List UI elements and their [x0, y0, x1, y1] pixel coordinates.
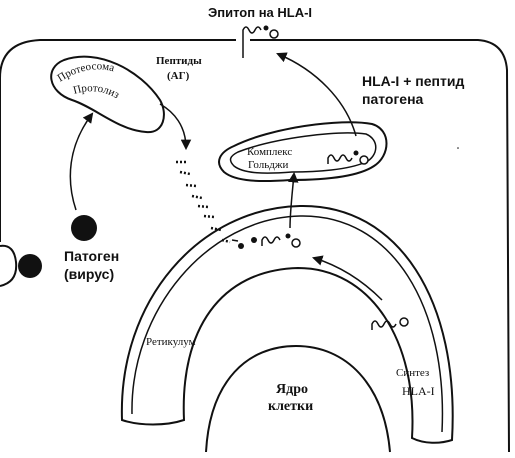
peptide-fragments [176, 160, 231, 244]
nucleus [205, 344, 391, 453]
arrow-pathogen-to-proteasome [69, 112, 94, 211]
peptides-label-1: Пептиды [156, 55, 202, 67]
arrow-golgi-to-membrane [276, 52, 357, 137]
nucleus-label-1: Ядро [276, 382, 308, 397]
endoplasmic-reticulum [120, 204, 454, 444]
epitope-hla-icon [242, 25, 279, 58]
speck [457, 147, 459, 149]
proteasome [50, 55, 165, 134]
reticulum-inner-membrane [131, 215, 444, 433]
peptides-label-2: (АГ) [167, 70, 190, 82]
peptide-fragment [197, 204, 209, 209]
hla-peptide-label-2: патогена [362, 91, 424, 107]
peptide-fragment [185, 183, 197, 188]
arrow-synthesis-to-er [311, 255, 383, 301]
cell-membrane-notch [0, 244, 18, 287]
pathogen-virus [71, 215, 97, 241]
synthesis-label-2: HLA-I [402, 384, 435, 398]
golgi-label-1: Комплекс [247, 146, 292, 158]
pathogen-label-2: (вирус) [64, 266, 114, 282]
proteasome-outer-label: Протеосома [55, 60, 115, 84]
virus-at-membrane [18, 254, 42, 278]
er-peptide-loading-icon [231, 233, 301, 249]
golgi-complex [218, 121, 388, 183]
peptide-fragment [179, 170, 191, 176]
new-hla-molecule-icon [371, 317, 409, 330]
peptide-fragment [191, 194, 203, 200]
arrow-er-to-golgi [288, 171, 299, 229]
reticulum-label: Ретикулум [146, 336, 196, 348]
hla-peptide-label-1: HLA-I + пептид [362, 73, 464, 89]
epitope-label: Эпитоп на HLA-I [208, 5, 312, 20]
nucleus-label-2: клетки [268, 399, 313, 414]
pathogen-label-1: Патоген [64, 248, 119, 264]
golgi-hla-peptide-icon [327, 150, 369, 165]
proteasome-inner-label: Протолиз [72, 82, 121, 101]
peptide-fragment [203, 214, 215, 219]
synthesis-label-1: Синтез [396, 367, 429, 379]
golgi-complex-inner [229, 132, 377, 174]
golgi-label-2: Гольджи [248, 159, 288, 171]
arrow-proteasome-to-peptides [159, 103, 192, 151]
cell-membrane [0, 39, 510, 453]
